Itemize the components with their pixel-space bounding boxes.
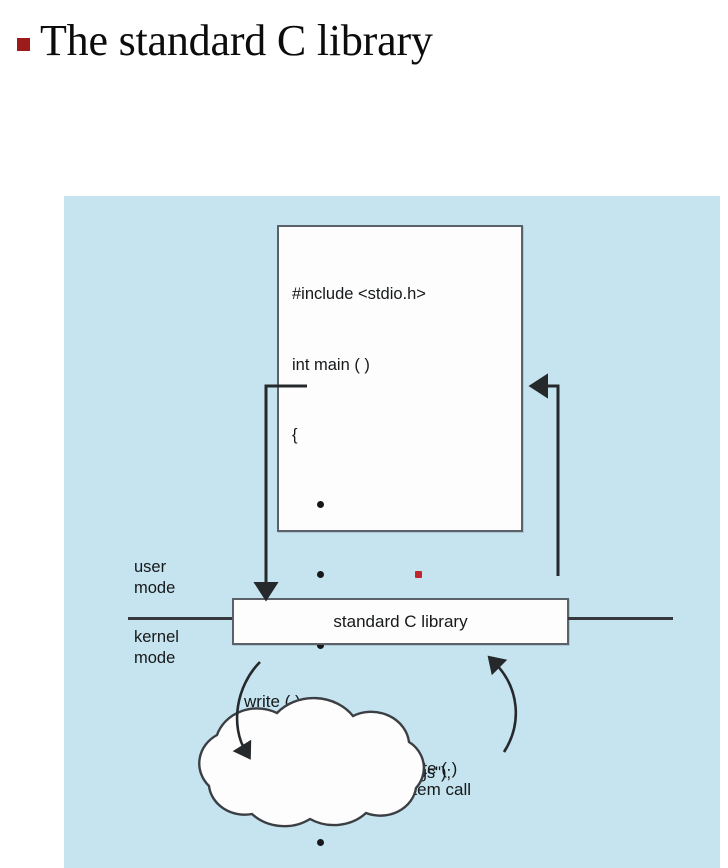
code-line-include: #include <stdio.h> (292, 285, 426, 303)
user-mode-label: user mode (134, 558, 176, 597)
figure-panel: #include <stdio.h> int main ( ) { printf… (64, 196, 720, 868)
code-ellipsis-dot (292, 636, 515, 660)
cursor-dot-icon (415, 571, 422, 578)
mode-divider-line (128, 617, 234, 620)
library-right-lead-line (568, 617, 673, 620)
code-spacer (292, 706, 515, 715)
page-title: The standard C library (0, 6, 728, 76)
standard-c-library-box: standard C library (232, 598, 569, 645)
page-title-text: The standard C library (40, 16, 433, 65)
write-call-label: write ( ) (244, 692, 301, 711)
standard-c-library-label: standard C library (333, 611, 468, 631)
cloud-label-line1: write ( ) (400, 759, 458, 778)
code-box: #include <stdio.h> int main ( ) { printf… (277, 225, 523, 846)
bullet-square-icon (17, 37, 30, 51)
code-ellipsis-dot (292, 565, 515, 589)
library-return-arrow (528, 373, 560, 576)
code-line-main: int main ( ) (292, 355, 370, 374)
kernel-mode-label: kernel mode (134, 628, 179, 667)
cloud-label: write ( ) system call (339, 758, 519, 800)
code-line-open-brace: { (292, 426, 298, 444)
code-ellipsis-dot (292, 495, 515, 519)
code-ellipsis-dot (292, 833, 515, 857)
cloud-label-line2: system call (386, 780, 472, 799)
